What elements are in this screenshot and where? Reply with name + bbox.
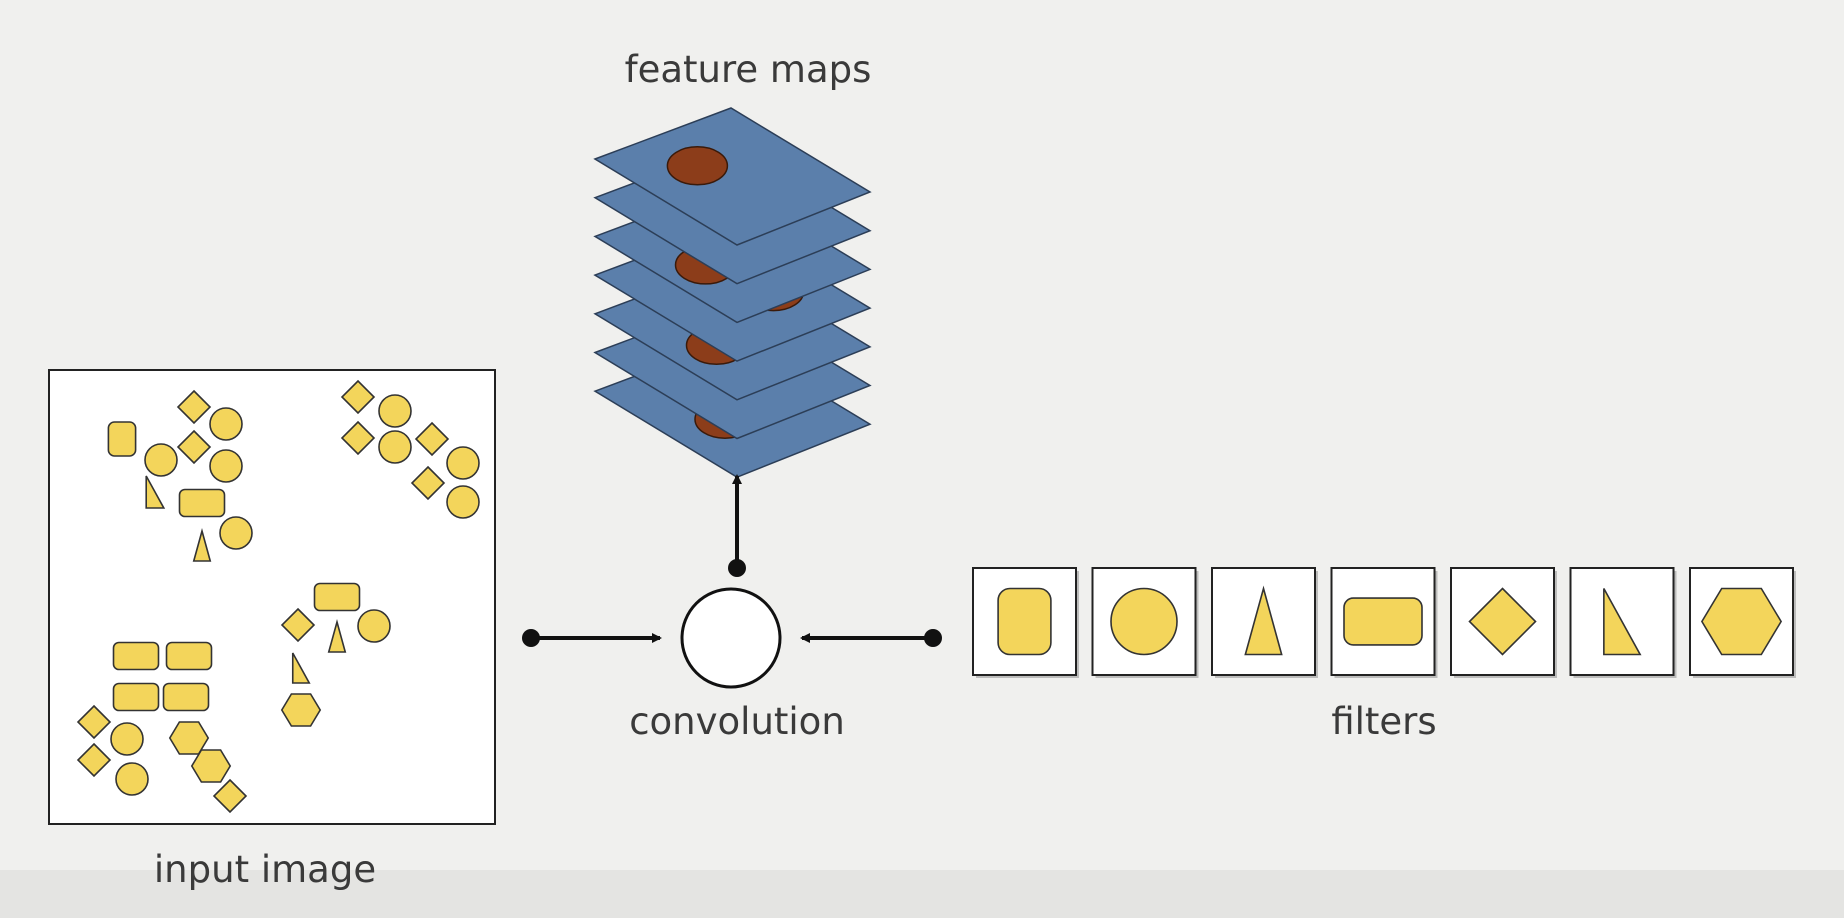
circle-icon: [219, 516, 253, 550]
convolution-node: [680, 587, 782, 689]
triangle-icon: [192, 527, 212, 562]
right-triangle-icon: [145, 475, 166, 509]
rounded-rectangle-icon: [162, 682, 210, 712]
rounded-square-icon: [107, 421, 137, 457]
circle-icon: [446, 446, 480, 480]
circle-icon: [378, 430, 412, 464]
feature-map: [593, 107, 872, 246]
rounded-square-icon: [997, 587, 1052, 656]
diamond-icon: [414, 421, 450, 457]
rounded-rectangle-icon: [1343, 597, 1423, 646]
diamond-icon: [76, 742, 112, 778]
bottom-shade: [0, 870, 1844, 918]
filter-hexagon: [1689, 567, 1796, 678]
circle-icon: [110, 722, 144, 756]
hexagon-icon: [280, 693, 322, 727]
convolution-to-feature-maps-arrow: [728, 474, 746, 577]
filter-circle: [1091, 567, 1199, 678]
filter-rounded-rectangle: [1330, 567, 1438, 678]
circle-icon: [115, 762, 149, 796]
diamond-icon: [340, 379, 376, 415]
diamond-icon: [1468, 587, 1537, 656]
triangle-icon: [327, 618, 347, 653]
diamond-icon: [410, 465, 446, 501]
input-to-convolution-arrow: [522, 629, 662, 647]
circle-icon: [144, 443, 178, 477]
diamond-icon: [340, 420, 376, 456]
right-triangle-icon: [1603, 588, 1642, 656]
feature-maps-label: feature maps: [625, 48, 872, 91]
diamond-icon: [176, 429, 212, 465]
rounded-rectangle-icon: [313, 582, 361, 612]
circle-icon: [378, 394, 412, 428]
feature-map-stack: [593, 107, 872, 479]
filter-diamond: [1450, 567, 1557, 678]
rounded-rectangle-icon: [165, 641, 213, 671]
filters-to-convolution-arrow: [800, 629, 942, 647]
circle-icon: [357, 609, 391, 643]
filters-label: filters: [1331, 700, 1436, 743]
circle-icon: [209, 449, 243, 483]
filter-bank: [972, 567, 1796, 678]
input-image-shapes: [76, 379, 480, 814]
triangle-icon: [1244, 585, 1283, 656]
rounded-rectangle-icon: [178, 488, 226, 518]
hexagon-icon: [1700, 587, 1783, 656]
hexagon-icon: [190, 749, 232, 783]
circle-icon: [1110, 587, 1178, 656]
convolution-label: convolution: [629, 700, 845, 743]
filter-right-triangle: [1569, 567, 1677, 678]
rounded-rectangle-icon: [112, 682, 160, 712]
diamond-icon: [76, 704, 112, 740]
diamond-icon: [280, 607, 316, 643]
activation-blob: [666, 146, 729, 186]
right-triangle-icon: [291, 652, 311, 684]
filter-rounded-square: [972, 567, 1079, 678]
input-image-panel: [48, 369, 496, 825]
circle-icon: [446, 485, 480, 519]
diamond-icon: [212, 778, 248, 814]
input-image-label: input image: [154, 848, 376, 891]
filter-triangle: [1211, 567, 1318, 678]
rounded-rectangle-icon: [112, 641, 160, 671]
diamond-icon: [176, 389, 212, 425]
circle-icon: [209, 407, 243, 441]
